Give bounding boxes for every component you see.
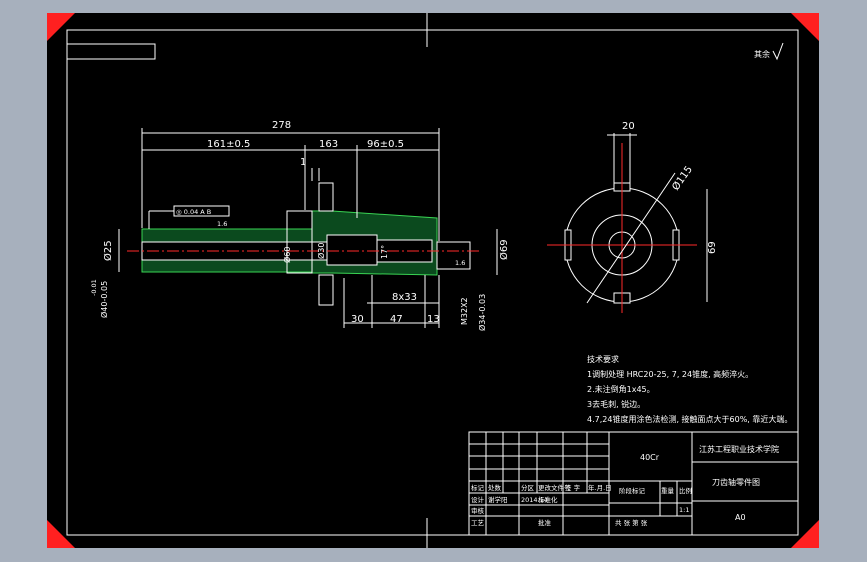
dim-dia-40-tol: -0.01 xyxy=(90,279,98,296)
dim-dia-25: Ø25 xyxy=(102,240,114,261)
tolerance-frame-text: ◎ 0.04 A B xyxy=(176,208,211,216)
tb-mark-5: 签 字 xyxy=(565,483,581,492)
tb-scale-label: 比例 xyxy=(679,486,692,495)
dim-47: 47 xyxy=(390,314,403,325)
tb-mark-6: 年.月.日 xyxy=(588,483,612,492)
tb-review: 审核 xyxy=(471,506,485,515)
title-block xyxy=(468,431,799,536)
tb-design-4: 标准化 xyxy=(538,495,558,504)
corner-mark-tl xyxy=(47,13,75,41)
cad-drawing: 其余 278 161±0.5 163 96±0.5 1 xyxy=(47,13,819,548)
dim-m-thread: M32X2 xyxy=(460,297,469,325)
drawing-border xyxy=(66,29,799,536)
tech-item-1: 1调制处理 HRC20-25, 7, 24锥度, 高频淬火。 xyxy=(587,369,753,379)
tb-design-1: 设计 xyxy=(471,495,485,504)
tb-sheet-size: A0 xyxy=(735,513,746,522)
dim-dia-40: Ø40-0.05 xyxy=(99,281,109,318)
dim-13: 13 xyxy=(427,314,440,325)
tb-mark-3: 分区 xyxy=(521,483,535,492)
shaft-flange xyxy=(286,210,313,274)
dim-30: 30 xyxy=(351,314,364,325)
dimensions-bottom xyxy=(343,275,440,328)
dim-96: 96±0.5 xyxy=(367,139,404,150)
tb-drawing-name: 刀齿轴零件图 xyxy=(712,477,760,487)
shaft-side-view xyxy=(547,133,708,313)
dim-side-69: 69 xyxy=(707,241,718,254)
tb-design-3: 2014.14 xyxy=(521,496,548,504)
dim-161: 161±0.5 xyxy=(207,139,250,150)
tb-mark-1: 标记 xyxy=(471,483,485,492)
tb-stage: 阶段标记 xyxy=(619,486,646,495)
dim-163: 163 xyxy=(319,139,338,150)
dimensions-top xyxy=(141,128,440,241)
dim-dia-69-right: Ø69 xyxy=(498,239,510,260)
side-dia-leader xyxy=(586,172,676,304)
tech-item-2: 2.未注倒角1x45。 xyxy=(587,384,655,394)
tb-sheets: 共 张 第 张 xyxy=(615,518,648,527)
corner-mark-bl xyxy=(47,520,75,548)
dim-1: 1 xyxy=(300,157,306,168)
tech-title: 技术要求 xyxy=(587,354,619,364)
surface-roughness-left: 1.6 xyxy=(217,220,227,228)
corner-mark-br xyxy=(791,520,819,548)
dim-dia-30: Ø30 xyxy=(316,243,326,259)
thread-end xyxy=(436,241,471,270)
shaft-pin-bottom xyxy=(318,274,334,306)
dim-side-width: 20 xyxy=(622,121,635,132)
dim-dia-60: Ø60 xyxy=(282,247,292,263)
corner-mark-tr xyxy=(791,13,819,41)
roughness-symbol xyxy=(772,42,784,61)
tb-approve: 批准 xyxy=(538,518,552,527)
tb-design-2: 谢学阳 xyxy=(488,495,508,504)
dim-angle-17: 17° xyxy=(380,245,389,259)
tb-process: 工艺 xyxy=(471,519,485,527)
dim-side-dia: Ø115 xyxy=(670,164,695,193)
shaft-main-view xyxy=(127,182,482,306)
dim-dia-34: Ø34-0.03 xyxy=(477,294,487,331)
dim-overall-length: 278 xyxy=(272,120,291,131)
shaft-pin-top xyxy=(318,182,334,212)
roughness-note: 其余 xyxy=(754,49,770,59)
tb-weight: 重量 xyxy=(661,487,675,495)
tb-mark-2: 处数 xyxy=(488,483,502,492)
tb-material: 40Cr xyxy=(640,453,660,462)
tech-item-3: 3去毛刺, 锐边。 xyxy=(587,399,645,409)
dim-8x33: 8x33 xyxy=(392,292,417,303)
tech-item-4: 4.7,24锥度用涂色法检测, 接触面点大于60%, 靠近大端。 xyxy=(587,414,792,424)
tb-mark-4: 更改文件号 xyxy=(538,483,571,492)
drawing-number-box xyxy=(66,43,156,60)
surface-roughness-right: 1.6 xyxy=(455,259,465,267)
tech-requirements: 技术要求 1调制处理 HRC20-25, 7, 24锥度, 高频淬火。 2.未注… xyxy=(587,354,792,424)
tb-scale-value: 1:1 xyxy=(679,506,689,514)
drawing-sheet: 其余 278 161±0.5 163 96±0.5 1 xyxy=(47,13,819,548)
tb-school: 江苏工程职业技术学院 xyxy=(699,444,779,454)
shaft-counterbore xyxy=(326,234,378,266)
